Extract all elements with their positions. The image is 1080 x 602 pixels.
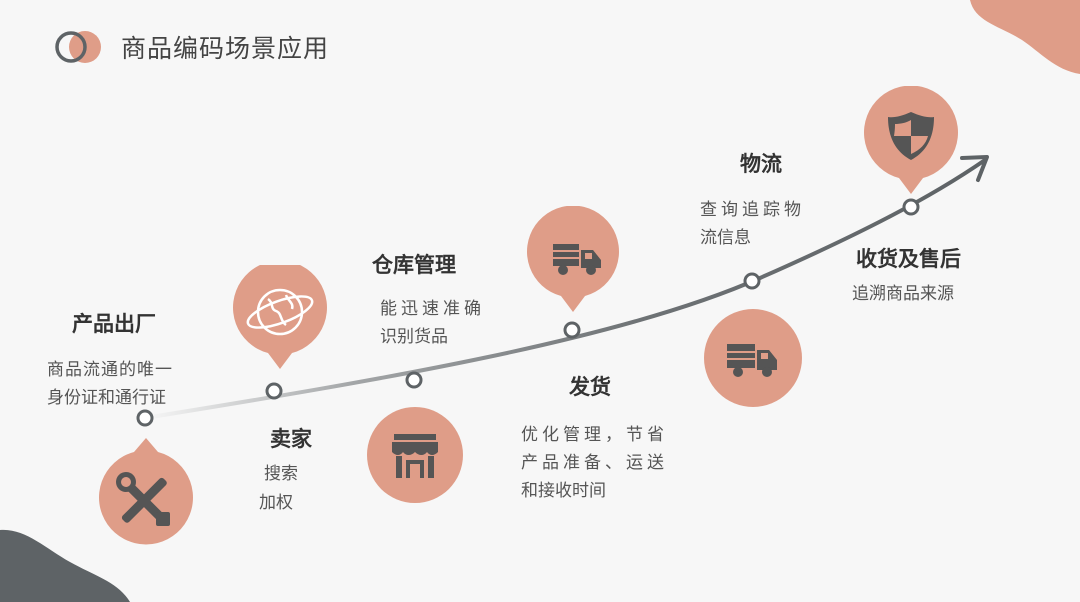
stage-2-marker	[367, 407, 463, 503]
page-title: 商品编码场景应用	[121, 34, 330, 63]
stage-2-desc-1: 能迅速准确	[380, 299, 485, 319]
stage-0-marker	[98, 438, 193, 545]
stage-4-desc-2: 流信息	[700, 228, 751, 248]
node-1	[265, 382, 283, 400]
stage-3-heading: 发货	[569, 375, 611, 399]
stage-3-desc-2: 产品准备、运送	[521, 453, 668, 473]
stage-3-desc-1: 优化管理，节省	[521, 425, 668, 445]
stage-4-desc-1: 查询追踪物	[700, 200, 805, 220]
corner-blob-bottom-left	[0, 529, 130, 602]
store-icon	[392, 434, 438, 478]
stage-4-marker	[704, 309, 802, 407]
node-5	[902, 198, 920, 216]
node-0	[136, 409, 154, 427]
stage-5-marker	[864, 86, 958, 194]
stage-4-heading: 物流	[740, 152, 782, 176]
arrow-head-icon	[960, 155, 989, 182]
stage-1-marker	[233, 265, 327, 369]
truck-icon	[727, 344, 777, 377]
stage-3-marker	[527, 206, 619, 312]
node-3	[563, 321, 581, 339]
stage-3-desc-3: 和接收时间	[521, 481, 606, 501]
stage-1-desc-2: 加权	[259, 493, 293, 513]
stage-2-heading: 仓库管理	[372, 253, 456, 277]
stage-0-desc-2: 身份证和通行证	[47, 388, 166, 408]
title-logo-icon	[55, 31, 101, 63]
stage-1-heading: 卖家	[270, 427, 312, 451]
tools-icon	[116, 472, 170, 526]
stage-5-desc-1: 追溯商品来源	[852, 284, 954, 304]
stage-5-heading: 收货及售后	[856, 247, 961, 271]
stage-1-desc-1: 搜索	[264, 464, 298, 484]
truck-icon	[553, 244, 601, 275]
stage-0-desc-1: 商品流通的唯一	[47, 360, 173, 380]
corner-blob-top-right	[970, 0, 1080, 74]
node-4	[743, 272, 761, 290]
globe-icon	[246, 288, 314, 336]
stage-0-heading: 产品出厂	[72, 312, 156, 336]
stage-2-desc-2: 识别货品	[380, 327, 448, 347]
node-2	[405, 371, 423, 389]
shield-icon	[888, 112, 934, 160]
